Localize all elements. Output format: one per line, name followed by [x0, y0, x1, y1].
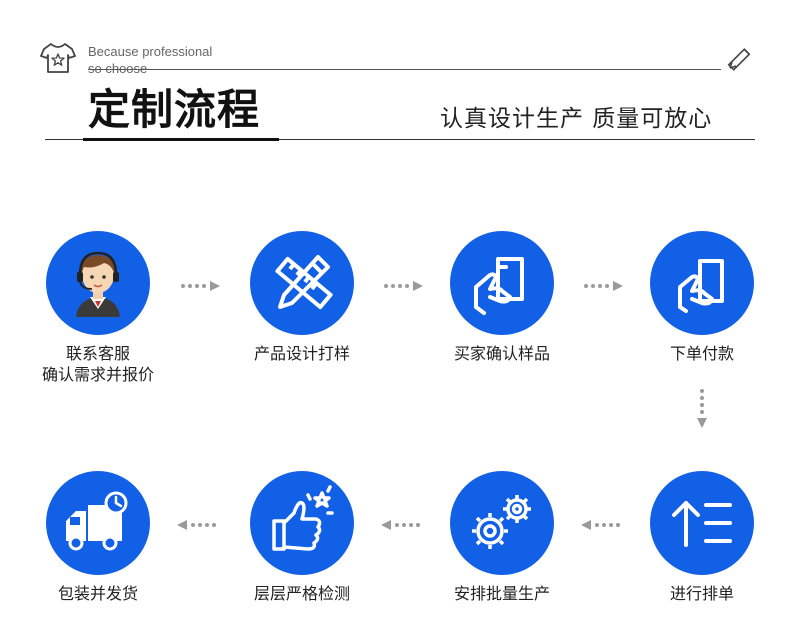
- arrow-right-icon: [384, 281, 423, 291]
- tshirt-star-icon: [40, 43, 76, 73]
- step-2-label-line-1: 产品设计打样: [253, 344, 350, 363]
- step-4-label: 下单付款: [627, 343, 777, 364]
- step-3-label-line-1: 买家确认样品: [453, 344, 550, 363]
- arrow-left-icon: [381, 520, 420, 530]
- header-divider: [45, 139, 755, 140]
- step-8-label: 包装并发货: [23, 583, 173, 604]
- step-2-circle: [250, 231, 354, 335]
- step-3-circle: [450, 231, 554, 335]
- thumbs-up-icon: [272, 485, 334, 551]
- step-1-circle: [46, 231, 150, 335]
- gears-icon: [472, 495, 531, 549]
- step-4-label-line-1: 下单付款: [669, 344, 734, 363]
- page-subtitle: 认真设计生产 质量可放心: [440, 106, 713, 132]
- page-title: 定制流程: [88, 85, 261, 134]
- delivery-truck-icon: [66, 491, 128, 551]
- arrow-left-icon: [581, 520, 620, 530]
- tagline-line-1: Because professional: [88, 44, 213, 59]
- arrow-right-icon: [584, 281, 623, 291]
- step-7-label-line-1: 层层严格检测: [253, 584, 350, 603]
- step-4-circle: [650, 231, 754, 335]
- hand-holding-card-icon: [678, 259, 724, 313]
- step-5-circle: [650, 471, 754, 575]
- sort-list-icon: [672, 501, 732, 547]
- step-3-label: 买家确认样品: [427, 343, 577, 364]
- step-1-label: 联系客服 确认需求并报价: [23, 343, 173, 385]
- step-6-label: 安排批量生产: [427, 583, 577, 604]
- tagline: Because professional so choose: [88, 43, 212, 77]
- pencil-ruler-outline-icon: [727, 48, 751, 71]
- pencil-ruler-icon: [275, 255, 333, 310]
- step-6-circle: [450, 471, 554, 575]
- step-8-circle: [46, 471, 150, 575]
- step-7-label: 层层严格检测: [227, 583, 377, 604]
- tagline-line-2: so choose: [88, 61, 148, 76]
- title-underline: [83, 138, 279, 141]
- step-6-label-line-1: 安排批量生产: [453, 584, 550, 603]
- arrow-right-icon: [181, 281, 220, 291]
- hand-holding-sample-icon: [474, 257, 524, 315]
- arrow-down-icon: [697, 389, 707, 428]
- arrow-left-icon: [177, 520, 216, 530]
- step-1-label-line-2: 确认需求并报价: [41, 365, 154, 384]
- customer-service-avatar-icon: [76, 251, 120, 317]
- step-7-circle: [250, 471, 354, 575]
- top-divider: [88, 69, 721, 70]
- step-8-label-line-1: 包装并发货: [57, 584, 138, 603]
- step-5-label: 进行排单: [627, 583, 777, 604]
- step-2-label: 产品设计打样: [227, 343, 377, 364]
- step-1-label-line-1: 联系客服: [65, 344, 130, 363]
- step-5-label-line-1: 进行排单: [669, 584, 734, 603]
